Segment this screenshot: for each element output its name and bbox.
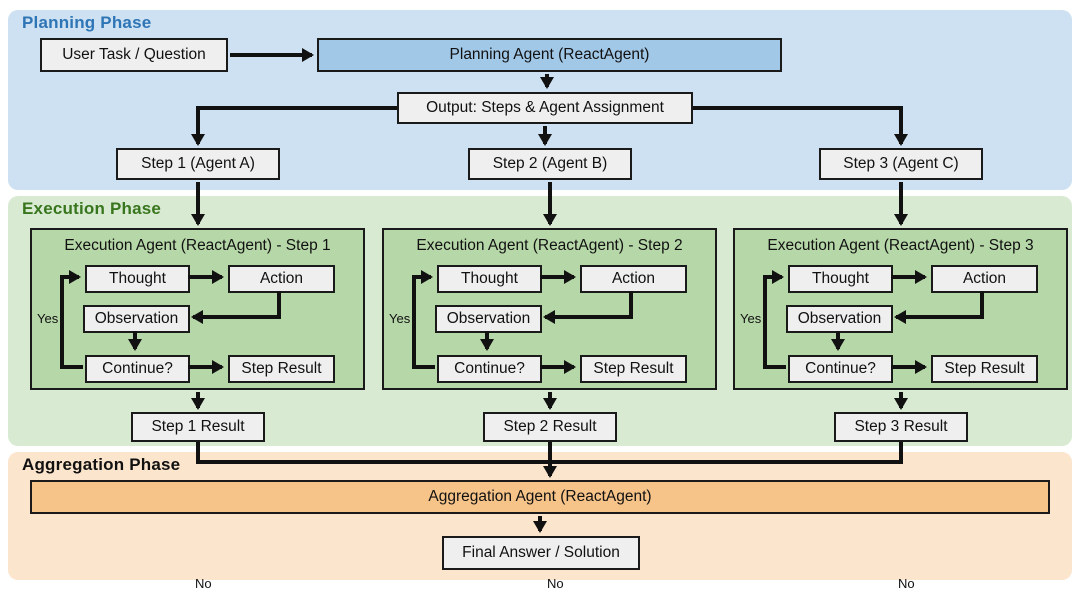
execution-panel-1-title: Execution Agent (ReactAgent) - Step 1: [64, 237, 331, 254]
step-2-result-box: Step 2 Result: [483, 412, 617, 442]
step-result-box-2: Step Result: [580, 355, 687, 383]
step-3-result-box: Step 3 Result: [834, 412, 968, 442]
continue-box-3: Continue?: [788, 355, 893, 383]
final-answer-box: Final Answer / Solution: [442, 536, 640, 570]
action-box-2: Action: [580, 265, 687, 293]
execution-panel-3: Execution Agent (ReactAgent) - Step 3 Th…: [733, 228, 1068, 589]
thought-box-3: Thought: [788, 265, 893, 293]
thought-box-2: Thought: [437, 265, 542, 293]
step-result-box-3: Step Result: [931, 355, 1038, 383]
no-label-3: No: [898, 576, 915, 589]
output-box: Output: Steps & Agent Assignment: [397, 92, 693, 124]
observation-box-1: Observation: [83, 305, 190, 333]
continue-box-2: Continue?: [437, 355, 542, 383]
action-box-1: Action: [228, 265, 335, 293]
step-result-box-1: Step Result: [228, 355, 335, 383]
observation-box-2: Observation: [435, 305, 542, 333]
step-2-box: Step 2 (Agent B): [468, 148, 632, 180]
yes-label-2: Yes: [389, 311, 411, 326]
no-label-1: No: [195, 576, 212, 589]
execution-panel-2-title: Execution Agent (ReactAgent) - Step 2: [416, 237, 683, 254]
action-box-3: Action: [931, 265, 1038, 293]
observation-box-3: Observation: [786, 305, 893, 333]
aggregation-phase-label: Aggregation Phase: [22, 455, 181, 474]
step-1-result-box: Step 1 Result: [131, 412, 265, 442]
yes-label-3: Yes: [740, 311, 762, 326]
planning-phase-label: Planning Phase: [22, 13, 152, 32]
no-label-2: No: [547, 576, 564, 589]
execution-panel-3-title: Execution Agent (ReactAgent) - Step 3: [767, 237, 1034, 254]
continue-box-1: Continue?: [85, 355, 190, 383]
aggregation-agent-box: Aggregation Agent (ReactAgent): [30, 480, 1050, 514]
execution-panel-2: Execution Agent (ReactAgent) - Step 2 Th…: [382, 228, 717, 589]
thought-box-1: Thought: [85, 265, 190, 293]
step-3-box: Step 3 (Agent C): [819, 148, 983, 180]
planning-agent-box: Planning Agent (ReactAgent): [317, 38, 782, 72]
user-task-box: User Task / Question: [40, 38, 228, 72]
execution-phase-label: Execution Phase: [22, 199, 162, 218]
execution-panel-1: Execution Agent (ReactAgent) - Step 1 Th…: [30, 228, 365, 589]
yes-label-1: Yes: [37, 311, 59, 326]
step-1-box: Step 1 (Agent A): [116, 148, 280, 180]
